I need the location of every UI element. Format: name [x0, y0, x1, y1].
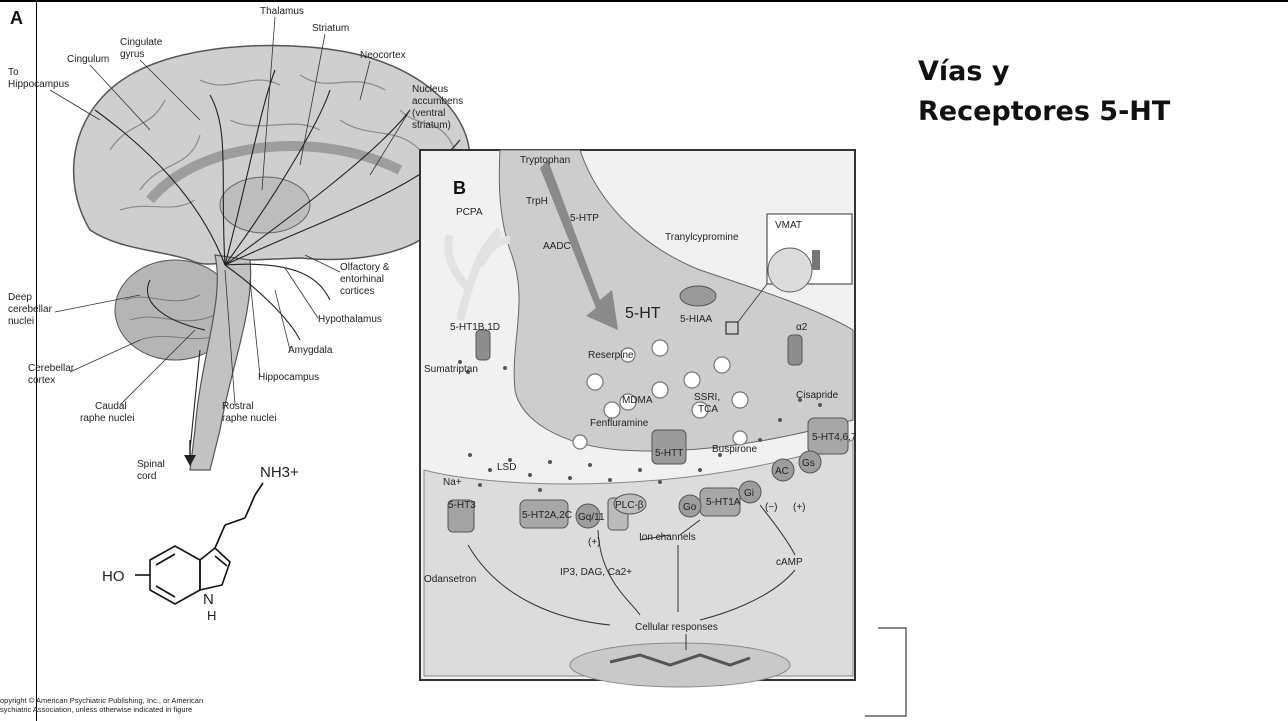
- label-na: Na+: [443, 477, 462, 488]
- label-ac: AC: [775, 466, 789, 477]
- label-rostral-2: raphe nuclei: [222, 413, 276, 424]
- label-spinal-1: Spinal: [137, 459, 165, 470]
- label-pcpa: PCPA: [456, 207, 483, 218]
- label-spinal-2: cord: [137, 471, 156, 482]
- molecule-amine: NH3+: [260, 464, 299, 481]
- molecule-ring-h: H: [207, 608, 216, 623]
- label-5hiaa: 5-HIAA: [680, 314, 713, 325]
- panel-b: B: [420, 150, 857, 687]
- label-accumbens-4: striatum): [412, 120, 451, 131]
- label-5ht: 5-HT: [625, 305, 661, 322]
- label-thalamus: Thalamus: [260, 6, 304, 17]
- label-5ht3: 5-HT3: [448, 500, 476, 511]
- label-ssri: SSRI,: [694, 392, 720, 403]
- label-cingulate-1: Cingulate: [120, 37, 163, 48]
- vmat-transporter: [812, 250, 820, 270]
- label-hypothalamus: Hypothalamus: [318, 314, 382, 325]
- label-gq11: Gq/11: [578, 512, 605, 523]
- label-buspirone: Buspirone: [712, 444, 757, 455]
- label-sumatriptan: Sumatriptan: [424, 364, 478, 375]
- label-trph: TrpH: [526, 196, 548, 207]
- label-cingulum: Cingulum: [67, 54, 109, 65]
- slide-title: Vías y Receptores 5-HT: [918, 52, 1258, 132]
- mitochondrion-shape: [680, 286, 716, 306]
- label-mdma: MDMA: [622, 395, 653, 406]
- label-cisapride: Cisapride: [796, 390, 839, 401]
- label-neocortex: Neocortex: [360, 50, 406, 61]
- label-caudal-2: raphe nuclei: [80, 413, 134, 424]
- label-reserpine: Reserpine: [588, 350, 634, 361]
- label-accumbens-1: Nucleus: [412, 84, 448, 95]
- label-accumbens-3: (ventral: [412, 108, 445, 119]
- label-plc: PLC-β: [615, 500, 644, 511]
- label-tca: TCA: [698, 404, 718, 415]
- label-cerebellar-1: Cerebellar: [28, 363, 75, 374]
- copyright-notice: opyright © American Psychiatric Publishi…: [0, 696, 340, 714]
- label-lsd: LSD: [497, 462, 516, 473]
- label-rostral-1: Rostral: [222, 401, 254, 412]
- label-accumbens-2: accumbens: [412, 96, 463, 107]
- label-deep-3: nuclei: [8, 316, 34, 327]
- serotonin-molecule: [135, 483, 263, 604]
- label-ion-channels: Ion channels: [639, 532, 696, 543]
- label-to-hippocampus-1: To: [8, 67, 19, 78]
- label-odansetron: Odansetron: [424, 574, 476, 585]
- label-plus2: (+): [793, 502, 806, 513]
- label-plus1: (+): [588, 537, 601, 548]
- slide-title-line-1: Vías y: [918, 52, 1258, 92]
- label-5ht2: 5-HT2A,2C: [522, 510, 572, 521]
- label-olfactory-2: entorhinal: [340, 274, 384, 285]
- label-go: Go: [683, 502, 697, 513]
- label-5ht467: 5-HT4,6,7: [812, 432, 857, 443]
- molecule-hydroxyl: HO: [102, 568, 125, 585]
- label-to-hippocampus-2: Hippocampus: [8, 79, 69, 90]
- label-second-messengers: IP3, DAG, Ca2+: [560, 567, 632, 578]
- label-amygdala: Amygdala: [288, 345, 333, 356]
- slide-title-line-2: Receptores 5-HT: [918, 92, 1258, 132]
- nucleus-shape: [570, 643, 790, 687]
- label-gi: Gi: [744, 488, 754, 499]
- panel-b-letter: B: [453, 178, 466, 198]
- panel-a-letter: A: [10, 8, 23, 28]
- thalamus-shape: [220, 177, 310, 233]
- label-cellular-responses: Cellular responses: [635, 622, 718, 633]
- molecule-labels: HO NH3+ N H: [102, 464, 299, 623]
- label-tranylcypromine: Tranylcypromine: [665, 232, 739, 243]
- label-fenfluramine: Fenfluramine: [590, 418, 649, 429]
- label-olfactory-1: Olfactory &: [340, 262, 390, 273]
- label-striatum: Striatum: [312, 23, 349, 34]
- label-deep-2: cerebellar: [8, 304, 53, 315]
- label-olfactory-3: cortices: [340, 286, 374, 297]
- label-hippocampus: Hippocampus: [258, 372, 319, 383]
- copyright-line-1: opyright © American Psychiatric Publishi…: [0, 696, 340, 705]
- molecule-ring-n: N: [203, 591, 214, 608]
- bracket-lines: [865, 628, 906, 716]
- label-5ht1a: 5-HT1A: [706, 497, 741, 508]
- label-gs: Gs: [802, 458, 815, 469]
- label-cerebellar-2: cortex: [28, 375, 55, 386]
- panel-a: A: [8, 6, 470, 482]
- label-5htp: 5-HTP: [570, 213, 599, 224]
- copyright-line-2: sychiatric Association, unless otherwise…: [0, 705, 340, 714]
- vmat-vesicle: [768, 248, 812, 292]
- label-alpha2: α2: [796, 322, 808, 333]
- label-5htt: 5-HTT: [655, 448, 683, 459]
- label-cingulate-2: gyrus: [120, 49, 144, 60]
- label-deep-1: Deep: [8, 292, 32, 303]
- label-minus: (−): [765, 502, 778, 513]
- label-5ht1bd: 5-HT1B,1D: [450, 322, 500, 333]
- label-tryptophan: Tryptophan: [520, 155, 570, 166]
- label-camp: cAMP: [776, 557, 803, 568]
- label-aadc: AADC: [543, 241, 571, 252]
- label-vmat: VMAT: [775, 220, 802, 231]
